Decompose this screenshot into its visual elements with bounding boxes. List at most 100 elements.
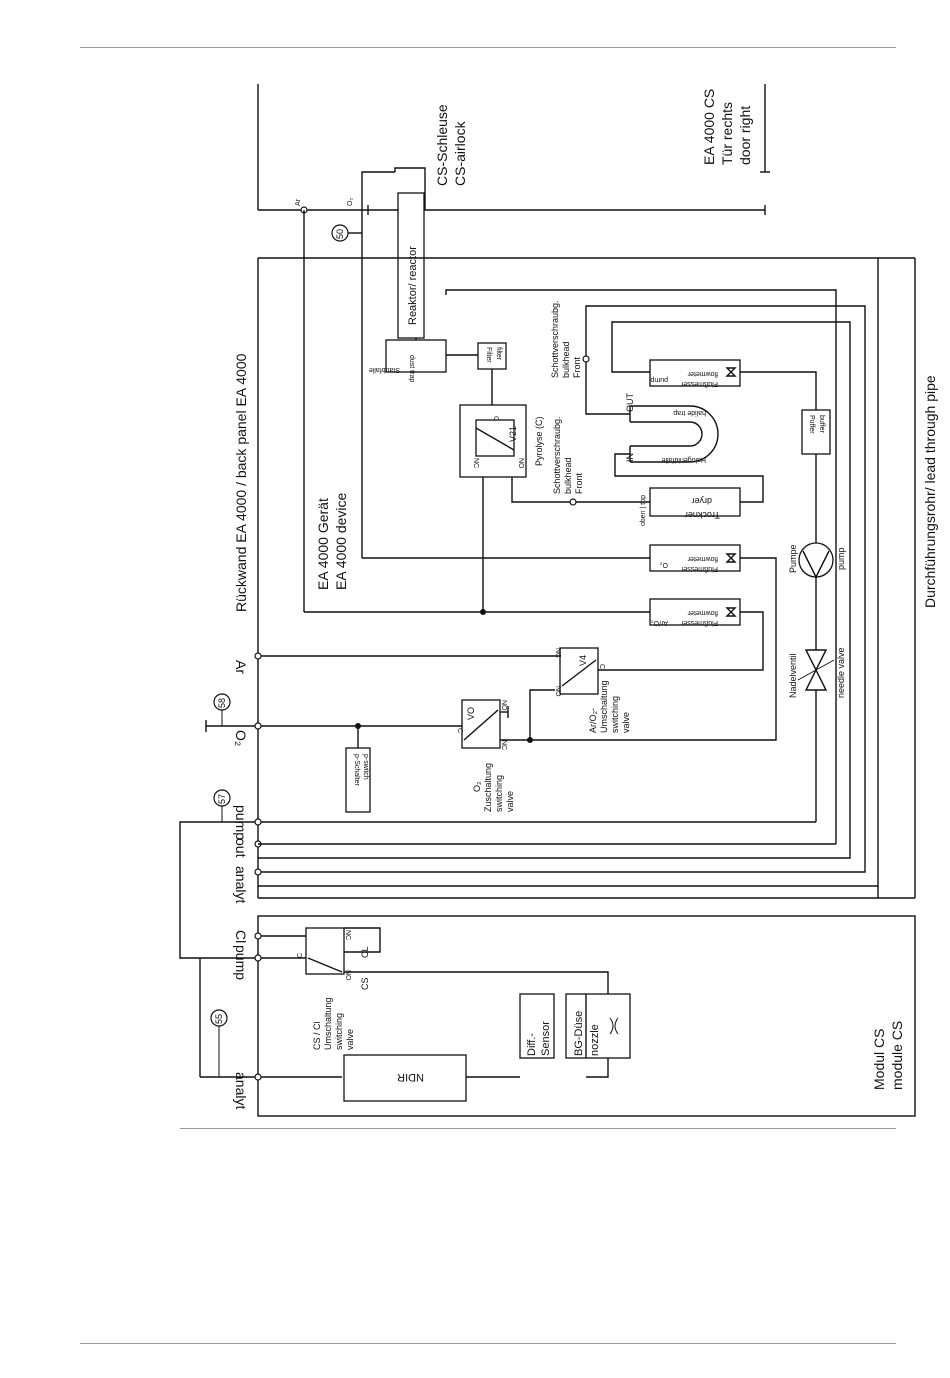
ar-o2-valve-1: Ar/O₂- bbox=[588, 708, 598, 733]
v21-pin-no: NO bbox=[517, 458, 524, 469]
dryer-top-label: oben | top bbox=[640, 495, 647, 526]
pump-label-1: Pumpe bbox=[788, 544, 798, 573]
halide-out-label: OUT bbox=[625, 393, 635, 413]
lead-through-label: Durchführungsrohr/ lead through pipe bbox=[922, 375, 938, 608]
v21-pin-nc: NC bbox=[472, 458, 479, 468]
buffer bbox=[801, 409, 831, 455]
needle-label-1: Nadelventil bbox=[788, 653, 798, 698]
port-o2-label: O₂ bbox=[233, 730, 249, 746]
port-analyt-label: analyt bbox=[233, 866, 249, 903]
halide-label-2: halide trap bbox=[673, 409, 706, 416]
filter bbox=[477, 342, 507, 370]
bulkhead-mid-3: Front bbox=[574, 472, 584, 494]
fm-ar-label-1: Flußmesser bbox=[680, 619, 718, 626]
dryer bbox=[649, 487, 741, 517]
halide-trap bbox=[629, 405, 719, 463]
halide-in-label: IN bbox=[625, 453, 635, 462]
bottom-rule bbox=[80, 1343, 896, 1344]
device-label-2: EA 4000 device bbox=[333, 492, 349, 590]
module-port-analyt: analyt bbox=[233, 1072, 249, 1109]
middle-rule bbox=[180, 1128, 896, 1129]
dust-trap-label-2b: dust trap bbox=[408, 355, 415, 382]
dryer-label-2: dryer bbox=[691, 496, 712, 506]
reactor-label: Reaktor/ reactor bbox=[407, 246, 419, 325]
v4-pin-nc: NC bbox=[554, 648, 561, 658]
needle-valve bbox=[797, 649, 835, 691]
door-label-2: Tür rechts bbox=[719, 102, 735, 165]
ar-label-top: Ar bbox=[295, 198, 302, 206]
p-switch-label-1: p-Schalter bbox=[353, 754, 360, 787]
o2-valve-4: valve bbox=[505, 791, 515, 812]
v4-valve bbox=[559, 647, 599, 695]
module-port-pump: pump bbox=[233, 945, 249, 980]
o2-valve-1: O₂ bbox=[472, 781, 482, 792]
module-label-2: module CS bbox=[889, 1021, 905, 1090]
bulkhead-top-3: Front bbox=[572, 356, 582, 378]
ar-o2-valve-3: switching bbox=[610, 696, 620, 733]
bg-nozzle-label-2: nozzle bbox=[589, 1024, 601, 1056]
vo-pin-c: C bbox=[456, 728, 463, 733]
filter-label-1: Filter bbox=[485, 347, 492, 363]
fm-ar-label-2: flowmeter bbox=[687, 609, 718, 616]
fm-pump-label-2: flowmeter bbox=[687, 370, 718, 377]
dust-trap-label-1: Staubfalle bbox=[369, 366, 400, 373]
door-label-3: door right bbox=[737, 106, 753, 165]
bulkhead-top-1: Schottverschraubg. bbox=[550, 300, 560, 378]
cs-cl-pin-nc: NC bbox=[344, 930, 351, 940]
back-panel-frame bbox=[257, 257, 916, 899]
fm-ar-label-3: Ar/O₂ bbox=[651, 619, 668, 626]
top-rule bbox=[80, 47, 896, 48]
o2-label-top: O₂ bbox=[347, 198, 354, 206]
fm-pump-label-1: Flußmesser bbox=[680, 380, 718, 387]
diff-sensor bbox=[519, 993, 555, 1059]
cs-cl-pin-c: C bbox=[297, 953, 304, 958]
bg-nozzle-label-1: BG-Düse bbox=[573, 1011, 585, 1056]
port-pump-label: pump bbox=[233, 805, 249, 840]
port-out-label: out bbox=[233, 838, 249, 858]
cs-cl-valve-2: Umschaltung bbox=[323, 997, 333, 1050]
buffer-label-1: Puffer bbox=[808, 415, 815, 434]
device-label-1: EA 4000 Gerät bbox=[315, 498, 331, 590]
ar-o2-valve-4: valve bbox=[621, 712, 631, 733]
v4-pin-no: NO bbox=[554, 686, 561, 697]
flowmeter-o2 bbox=[649, 544, 741, 572]
vo-valve bbox=[461, 699, 501, 749]
buffer-label-2: buffer bbox=[818, 415, 825, 433]
cs-cl-valve-4: valve bbox=[345, 1029, 355, 1050]
dust-trap bbox=[385, 339, 447, 373]
halide-label-1: Halogenidfalle bbox=[662, 456, 706, 463]
fm-o2-label-2: flowmeter bbox=[687, 555, 718, 562]
v21-pin-c: C bbox=[492, 416, 499, 421]
v21-label: V21 bbox=[508, 426, 518, 442]
fm-o2-label-1: Flußmesser bbox=[680, 565, 718, 572]
ndir-label: NDIR bbox=[397, 1071, 424, 1083]
cs-cl-valve-3: switching bbox=[334, 1013, 344, 1050]
o2-valve-3: switching bbox=[494, 775, 504, 812]
bg-nozzle bbox=[565, 993, 631, 1059]
cs-cl-pin-no: NO bbox=[344, 970, 351, 981]
fm-pump-label-3: pump bbox=[650, 376, 668, 383]
marker-50-label: 50 bbox=[335, 229, 345, 239]
marker-58-label: 58 bbox=[217, 698, 227, 708]
bulkhead-mid-2: bulkhead bbox=[563, 457, 573, 494]
ar-o2-valve-2: Umschaltung bbox=[599, 680, 609, 733]
back-panel-label: Rückwand EA 4000 / back panel EA 4000 bbox=[233, 353, 249, 612]
dryer-label-1: Trockner bbox=[685, 510, 720, 520]
fm-o2-label-3: O₂ bbox=[660, 561, 668, 568]
needle-label-2: needle valve bbox=[836, 647, 846, 698]
port-ar-label: Ar bbox=[233, 660, 249, 674]
module-port-cl: Cl bbox=[233, 930, 249, 943]
module-label-1: Modul CS bbox=[871, 1029, 887, 1090]
vo-label: VO bbox=[466, 707, 476, 720]
v21-valve bbox=[475, 419, 515, 457]
door-label-1: EA 4000 CS bbox=[701, 89, 717, 165]
marker-57-label: 57 bbox=[217, 794, 227, 804]
marker-55-label: 55 bbox=[214, 1014, 224, 1024]
door-frame bbox=[257, 84, 770, 215]
p-switch bbox=[345, 747, 371, 813]
diff-sensor-label-1: Diff.- bbox=[526, 1033, 538, 1056]
bulkhead-mid-1: Schottverschraubg. bbox=[552, 416, 562, 494]
airlock-body bbox=[361, 167, 426, 339]
pyrolysis-label: Pyrolyse (C) bbox=[534, 416, 544, 466]
